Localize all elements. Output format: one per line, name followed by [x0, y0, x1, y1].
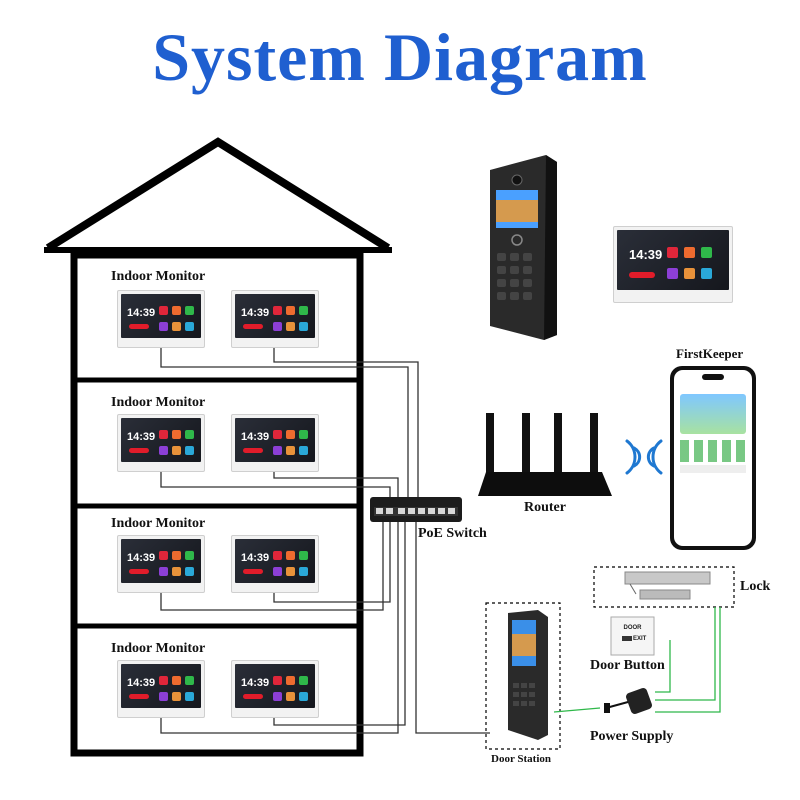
label-lock: Lock — [740, 579, 771, 594]
exit-button-text-top: DOOR — [623, 625, 642, 631]
magnetic-lock — [624, 571, 711, 600]
indoor-monitor: 14:39 — [117, 535, 205, 593]
indoor-monitor: 14:39 — [231, 290, 319, 348]
label-power-supply: Power Supply — [590, 729, 674, 744]
smartphone — [670, 366, 756, 550]
indoor-monitor-standalone: 14:39 — [613, 226, 733, 303]
indoor-monitor: 14:39 — [231, 660, 319, 718]
door-exit-button — [610, 616, 655, 656]
ethernet-wiring — [160, 346, 490, 734]
router — [478, 413, 612, 496]
monitor-time: 14:39 — [241, 307, 270, 319]
indoor-monitor: 14:39 — [117, 414, 205, 472]
indoor-monitor: 14:39 — [117, 660, 205, 718]
label-router: Router — [524, 500, 566, 515]
wifi-icon — [625, 439, 663, 475]
lock-wiring — [553, 607, 721, 713]
label-door-button: Door Button — [590, 658, 665, 673]
label-first-keeper: FirstKeeper — [676, 346, 744, 361]
page-title: System Diagram — [152, 19, 648, 95]
monitor-time: 14:39 — [127, 677, 156, 689]
exit-button-text-bottom: EXIT — [633, 636, 647, 642]
monitor-time: 14:39 — [241, 431, 270, 443]
door-station-large — [490, 155, 557, 340]
indoor-monitor: 14:39 — [231, 414, 319, 472]
label-door-station: Door Station — [491, 753, 551, 765]
monitor-time: 14:39 — [127, 552, 156, 564]
door-station-small — [485, 602, 561, 750]
monitor-time: 14:39 — [127, 307, 156, 319]
monitor-time: 14:39 — [127, 431, 156, 443]
monitor-time: 14:39 — [241, 677, 270, 689]
poe-switch — [370, 497, 462, 522]
monitor-time: 14:39 — [629, 247, 663, 262]
label-indoor-monitor: Indoor Monitor — [111, 269, 206, 284]
label-indoor-monitor: Indoor Monitor — [111, 395, 206, 410]
monitor-time: 14:39 — [241, 552, 270, 564]
indoor-monitor: 14:39 — [231, 535, 319, 593]
label-indoor-monitor: Indoor Monitor — [111, 641, 206, 656]
indoor-monitor: 14:39 — [117, 290, 205, 348]
house-roof — [45, 137, 391, 252]
label-poe-switch: PoE Switch — [418, 526, 487, 541]
label-indoor-monitor: Indoor Monitor — [111, 516, 206, 531]
power-adapter — [604, 688, 652, 714]
